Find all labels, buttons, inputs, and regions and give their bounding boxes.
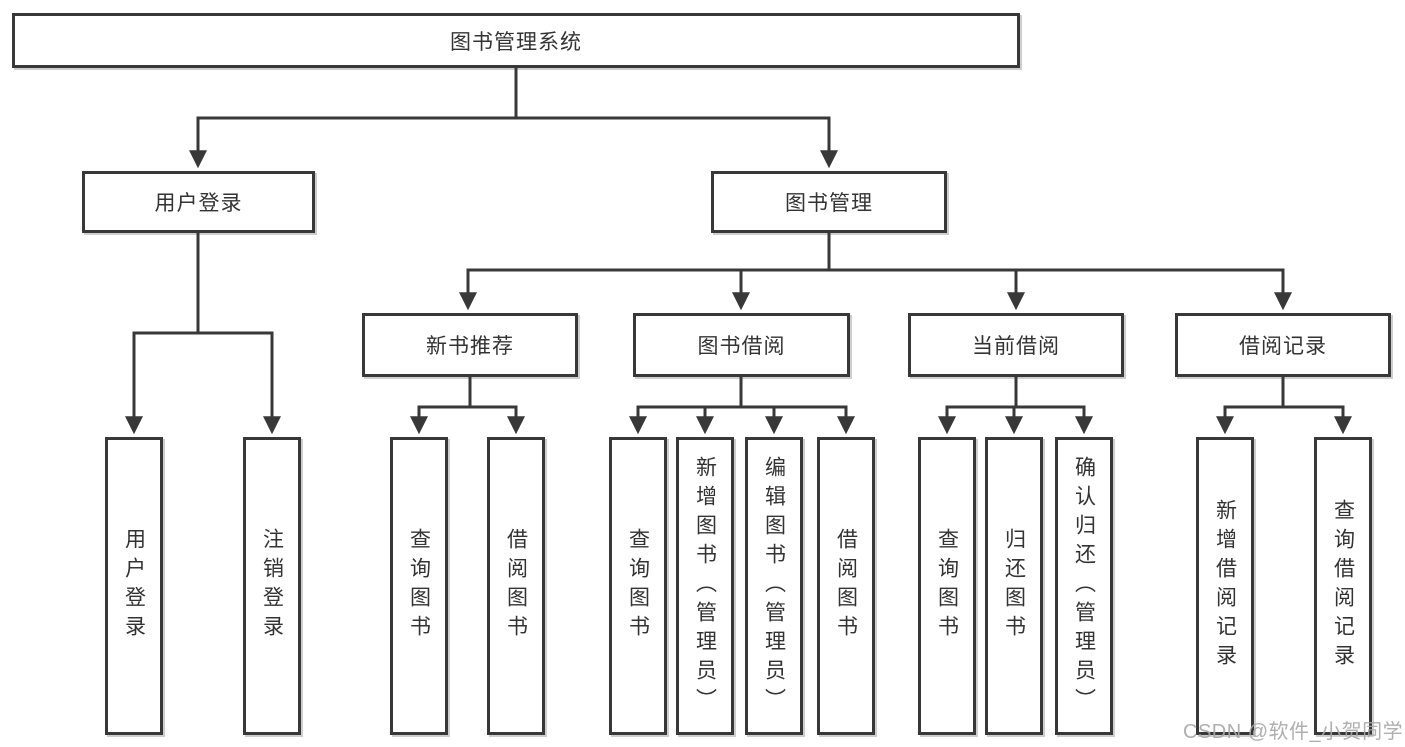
- leaf-query-book-current: 查询图书: [918, 437, 976, 735]
- leaf-add-borrow-record: 新增借阅记录: [1196, 437, 1254, 735]
- leaf-confirm-return-admin: 确认归还（管理员）: [1055, 437, 1113, 735]
- leaf-borrow-book: 借阅图书: [817, 437, 875, 735]
- leaf-logout: 注销登录: [243, 437, 301, 735]
- leaf-borrow-book-recommend: 借阅图书: [487, 437, 545, 735]
- leaf-add-book-admin: 新增图书（管理员）: [676, 437, 734, 735]
- node-new-book-recommend: 新书推荐: [362, 313, 578, 377]
- leaf-user-login: 用户登录: [105, 437, 163, 735]
- node-book-borrow: 图书借阅: [633, 313, 850, 377]
- leaf-return-book: 归还图书: [985, 437, 1043, 735]
- node-library-management-system: 图书管理系统: [12, 13, 1020, 68]
- node-book-management: 图书管理: [711, 171, 947, 233]
- node-current-borrow: 当前借阅: [908, 313, 1124, 377]
- csdn-watermark: CSDN @软件_小贺同学: [1183, 721, 1404, 743]
- leaf-edit-book-admin: 编辑图书（管理员）: [745, 437, 803, 735]
- leaf-query-book-borrow: 查询图书: [609, 437, 667, 735]
- node-user-login: 用户登录: [82, 171, 315, 233]
- leaf-query-book-recommend: 查询图书: [390, 437, 448, 735]
- node-borrow-records: 借阅记录: [1175, 313, 1391, 377]
- leaf-query-borrow-record: 查询借阅记录: [1314, 437, 1372, 735]
